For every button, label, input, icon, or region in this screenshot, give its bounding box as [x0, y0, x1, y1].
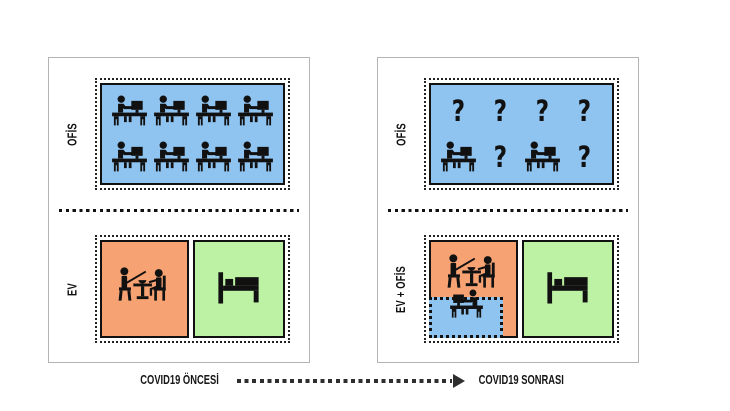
- desk-worker-icon: [440, 141, 477, 174]
- bed-icon: [215, 270, 262, 308]
- question-mark: ?: [577, 139, 591, 174]
- dining-icon: [117, 266, 171, 313]
- desk-worker-icon: [195, 141, 232, 174]
- desk-worker-icon: [111, 141, 148, 174]
- office-label: OFİS: [393, 122, 409, 146]
- home-label: EV: [64, 282, 80, 296]
- wfh-overlay-box: [429, 289, 503, 338]
- question-mark: ?: [493, 139, 508, 174]
- home-rooms: [100, 240, 285, 338]
- question-mark: ?: [493, 93, 508, 128]
- bedroom-box: [192, 240, 285, 338]
- home-rooms: [429, 240, 614, 338]
- office-dotted-outline: [95, 78, 290, 190]
- bed-icon: [544, 270, 591, 308]
- section-divider-dotted-line: [388, 209, 628, 213]
- laptop-worker-icon: [449, 289, 484, 320]
- home-office-label-wrap: EV + OFİS: [378, 235, 424, 343]
- question-mark: ?: [452, 93, 466, 128]
- desk-worker-icon: [195, 95, 232, 128]
- office-room-box: [100, 83, 285, 185]
- home-dotted-outline: [424, 235, 619, 343]
- desk-worker-icon: [237, 141, 274, 174]
- living-room-box: [100, 240, 189, 338]
- office-label-wrap: OFİS: [378, 78, 424, 190]
- transition-arrow-head: [453, 374, 465, 388]
- panel-after: OFİS ???? ? ?: [377, 57, 639, 363]
- home-dotted-outline: [95, 235, 290, 343]
- home-label-wrap: EV: [49, 235, 95, 343]
- office-dotted-outline: ???? ? ?: [424, 78, 619, 190]
- panel-before: OFİS: [48, 57, 310, 363]
- office-label: OFİS: [64, 122, 80, 146]
- section-divider-dotted-line: [59, 209, 299, 213]
- desk-worker-icon: [237, 95, 274, 128]
- desk-worker-icon: [153, 95, 190, 128]
- desk-worker-icon: [153, 141, 190, 174]
- home-office-label: EV + OFİS: [393, 265, 409, 313]
- desk-worker-icon: [524, 141, 561, 174]
- question-mark: ?: [577, 93, 591, 128]
- caption-after: COVID19 SONRASI: [478, 372, 564, 387]
- bedroom-box: [521, 240, 614, 338]
- question-mark: ?: [535, 93, 550, 128]
- dining-icon: [446, 253, 500, 300]
- desk-worker-icon: [111, 95, 148, 128]
- caption-before: COVID19 ÖNCESİ: [140, 372, 220, 387]
- living-room-box: [429, 240, 518, 338]
- office-label-wrap: OFİS: [49, 78, 95, 190]
- office-room-box: ???? ? ?: [429, 83, 614, 185]
- transition-arrow-line: [237, 379, 452, 384]
